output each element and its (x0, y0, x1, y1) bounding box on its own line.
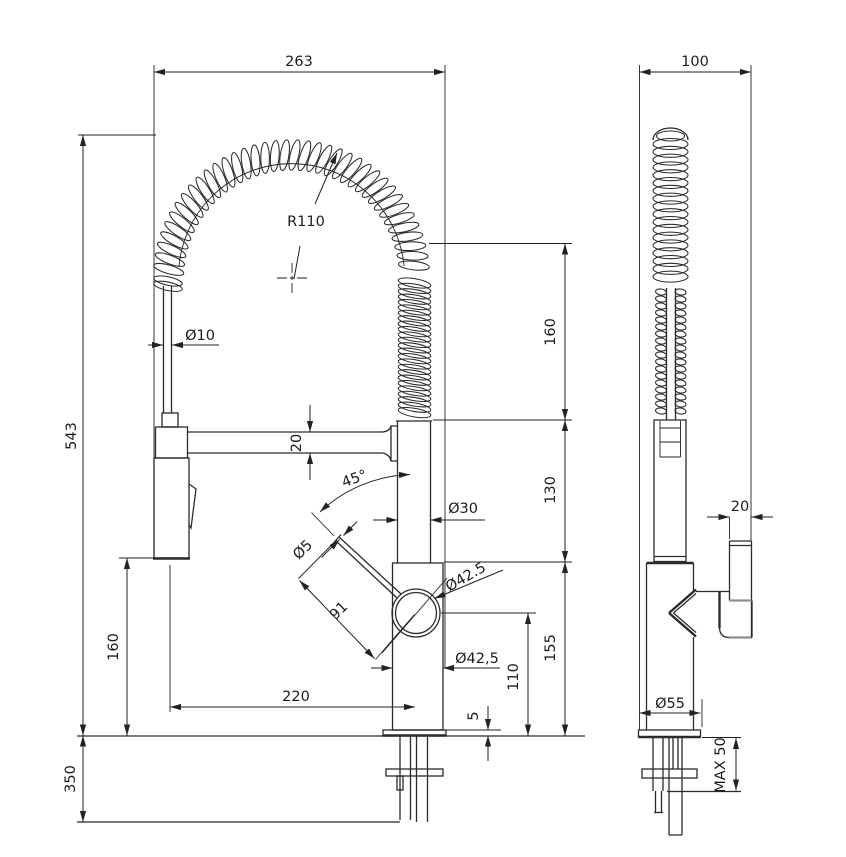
dim-body-dia-lower-label: Ø42,5 (455, 651, 499, 667)
dim-spring-radius-label: R110 (287, 214, 325, 230)
side-spout-cone (668, 588, 697, 638)
side-hose (665, 288, 677, 420)
dim-under-counter: 350 (63, 735, 87, 822)
arc-center-mark (277, 263, 307, 293)
front-view (77, 139, 585, 823)
side-view (637, 127, 753, 836)
dim-spring-radius: R110 (287, 152, 338, 280)
dim-body-height: 155 (543, 562, 569, 736)
spring-coil-left-leg (153, 275, 183, 292)
side-base-flange (637, 729, 702, 739)
dim-plate-thickness: 5 (446, 706, 501, 761)
side-lever (728, 540, 753, 638)
dim-body-dia-upper-label: Ø42.5 (443, 560, 489, 596)
spray-hose (162, 286, 173, 413)
base-flange (382, 729, 447, 737)
dim-lever-angle: 45° (311, 467, 411, 537)
side-spring-coil (652, 130, 689, 283)
dim-arm-thickness-label: 20 (289, 434, 305, 452)
side-spring-stretched (655, 288, 687, 415)
faucet-body (381, 562, 448, 731)
dim-hose-dia: Ø10 (148, 328, 219, 349)
side-upper-column (653, 419, 687, 564)
mounting-hardware (385, 736, 444, 822)
spray-head (153, 412, 197, 560)
spring-coil-right-leg (397, 277, 432, 419)
dim-plate-thickness-label: 5 (466, 711, 482, 720)
dim-spring-height: 160 (429, 243, 572, 563)
control-lever-rod (333, 534, 402, 599)
dim-side-width-label: 100 (681, 54, 709, 70)
dim-column-height-label: 130 (543, 476, 559, 504)
dim-lever-length-label: 91 (327, 599, 351, 623)
dim-column-dia: Ø30 (373, 501, 485, 524)
hose-inner-arc (178, 163, 405, 267)
dim-spout-height-label: 110 (506, 663, 522, 691)
dim-lever-width-side: 20 (707, 499, 773, 539)
dim-total-height-label: 543 (64, 422, 80, 450)
holder-arm (188, 425, 397, 462)
dim-spray-reach-label: 220 (282, 689, 310, 705)
dimensions: 263 100 R110 Ø10 543 350 (63, 54, 773, 822)
dim-spray-reach: 220 (169, 565, 415, 712)
spring-coil-arc (153, 139, 430, 276)
dim-total-height: 543 (64, 134, 156, 736)
dim-lever-rod-dia: Ø5 (290, 521, 358, 563)
dim-spray-clearance: 160 (106, 557, 154, 736)
dim-spray-clearance-label: 160 (106, 633, 122, 661)
dim-body-dia-lower: Ø42,5 (371, 651, 500, 672)
dim-max-counter-label: MAX 50 (713, 737, 729, 792)
dim-base-dia-label: Ø55 (655, 696, 685, 712)
dim-max-counter: MAX 50 (702, 737, 741, 793)
faucet-column (396, 420, 432, 563)
dim-spout-height: 110 (441, 612, 536, 736)
side-mounting-hardware (641, 737, 698, 836)
dim-arm-thickness: 20 (289, 405, 314, 480)
dim-overall-width: 263 (153, 54, 446, 668)
dim-spring-height-label: 160 (543, 318, 559, 346)
dim-lever-width-side-label: 20 (731, 499, 749, 515)
dim-column-dia-label: Ø30 (448, 501, 478, 517)
side-lower-column (645, 561, 695, 730)
dim-under-counter-label: 350 (63, 765, 79, 793)
side-spring-cap (652, 127, 689, 141)
dim-overall-width-label: 263 (285, 54, 313, 70)
dim-side-width: 100 (639, 54, 752, 730)
dim-lever-rod-dia-label: Ø5 (290, 537, 316, 563)
dim-base-dia: Ø55 (639, 696, 703, 727)
dim-body-height-label: 155 (543, 634, 559, 662)
dim-column-height: 130 (543, 420, 569, 562)
dim-hose-dia-label: Ø10 (185, 328, 215, 344)
dim-lever-angle-label: 45° (340, 467, 370, 491)
side-lever-housing (696, 590, 753, 639)
